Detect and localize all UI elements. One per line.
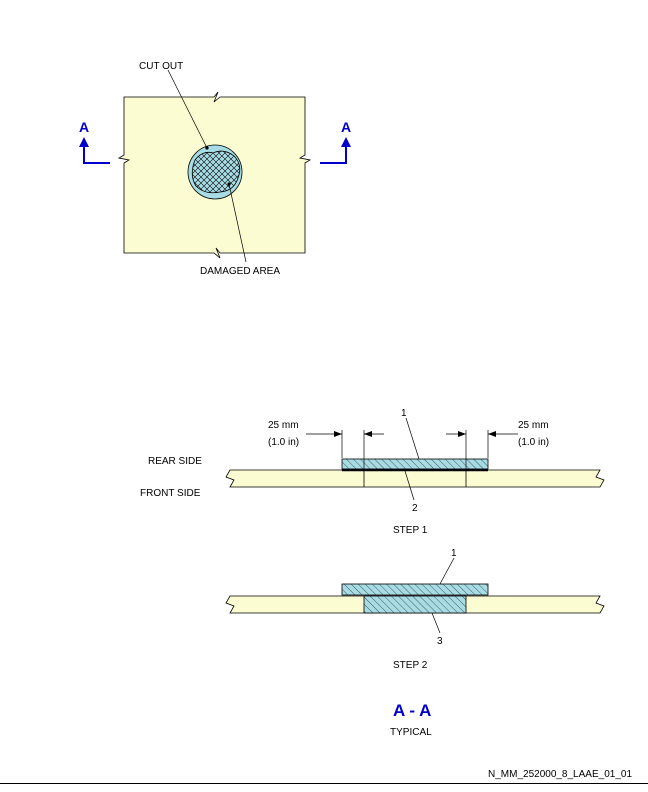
dim-right-mm: 25 mm	[518, 420, 549, 431]
damaged-label: DAMAGED AREA	[200, 266, 280, 277]
cutout-leader	[167, 69, 208, 149]
damaged-leader	[228, 183, 247, 263]
step2-section: 1 3 STEP 2	[225, 548, 605, 671]
cutout-label: CUT OUT	[139, 61, 183, 72]
dim-right-in: (1.0 in)	[518, 437, 549, 448]
dimension-left	[306, 430, 384, 470]
step1-callout-2: 2	[412, 503, 418, 514]
section-title: A - A	[393, 701, 431, 720]
dimension-right	[446, 430, 518, 470]
top-view: CUT OUT DAMAGED AREA A A	[79, 61, 351, 277]
figure-id: N_MM_252000_8_LAAE_01_01	[488, 769, 632, 780]
step2-callout-1: 1	[451, 548, 457, 559]
step2-callout-3: 3	[437, 636, 443, 647]
step1-section: 25 mm (1.0 in) 25 mm (1.0 in) 1 2 REAR S…	[140, 408, 605, 536]
footer-rule	[0, 783, 648, 784]
section-subtitle: TYPICAL	[390, 727, 432, 738]
damaged-area	[191, 150, 241, 194]
section-letter-right: A	[341, 119, 351, 135]
step2-caption: STEP 2	[393, 660, 428, 671]
step1-callout-1: 1	[401, 408, 407, 419]
section-mark-left: A	[79, 119, 110, 164]
step1-panel	[225, 469, 605, 488]
section-letter-left: A	[79, 119, 89, 135]
front-side-label: FRONT SIDE	[140, 488, 201, 499]
step1-caption: STEP 1	[393, 525, 428, 536]
dim-left-mm: 25 mm	[268, 420, 299, 431]
section-mark-right: A	[320, 119, 351, 164]
rear-side-label: REAR SIDE	[148, 456, 202, 467]
dim-left-in: (1.0 in)	[268, 437, 299, 448]
